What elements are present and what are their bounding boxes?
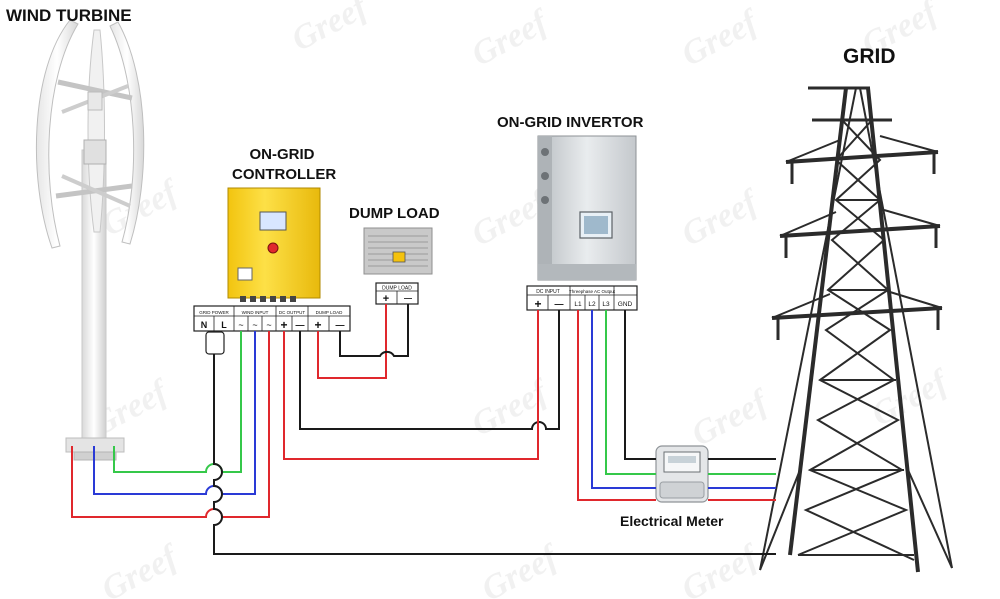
terminal-phase: ~ bbox=[238, 320, 243, 330]
electrical-meter bbox=[655, 445, 709, 503]
terminal-n: N bbox=[201, 320, 208, 330]
inverter-label-ac-output: Threephase AC Output bbox=[569, 289, 616, 294]
transmission-tower bbox=[759, 86, 953, 573]
terminal-minus: — bbox=[296, 320, 305, 330]
terminal-phase: ~ bbox=[266, 320, 271, 330]
wire-black bbox=[339, 304, 409, 357]
terminal-plus: + bbox=[280, 318, 287, 332]
label-grid: GRID bbox=[843, 45, 896, 68]
turbine-blade bbox=[109, 21, 145, 245]
wire-red bbox=[283, 310, 539, 460]
controller-display bbox=[259, 211, 287, 231]
wire-green bbox=[605, 310, 776, 475]
terminal-l: L bbox=[221, 320, 227, 330]
label-controller: ON-GRID CONTROLLER bbox=[232, 145, 337, 185]
turbine-blade bbox=[87, 29, 105, 233]
wind-turbine bbox=[35, 19, 145, 461]
label-electrical-meter: Electrical Meter bbox=[620, 513, 724, 529]
on-grid-inverter bbox=[537, 135, 637, 281]
inverter-terminal-strip: DC INPUT Threephase AC Output + — L1 L2 … bbox=[526, 285, 638, 311]
dump-load bbox=[363, 227, 433, 275]
label-controller-line2: CONTROLLER bbox=[232, 166, 337, 183]
inverter-l2: L2 bbox=[588, 301, 596, 308]
label-dump-load: DUMP LOAD bbox=[349, 205, 440, 222]
inverter-minus: — bbox=[555, 299, 564, 309]
on-grid-controller bbox=[227, 187, 321, 302]
controller-terminal-strip: GRID POWER WIND INPUT DC OUTPUT DUMP LOA… bbox=[193, 305, 351, 332]
terminal-label-wind-input: WIND INPUT bbox=[242, 310, 269, 315]
dump-load-body bbox=[363, 227, 433, 275]
turbine-generator bbox=[83, 139, 107, 165]
dump-load-plus: + bbox=[383, 293, 389, 305]
inverter-body bbox=[537, 135, 637, 281]
terminal-minus: — bbox=[336, 320, 345, 330]
controller-button bbox=[267, 242, 279, 254]
terminal-label-dump-load: DUMP LOAD bbox=[316, 310, 343, 315]
dump-load-minus: — bbox=[404, 294, 412, 303]
terminal-phase: ~ bbox=[252, 320, 257, 330]
wiring bbox=[71, 304, 776, 555]
dump-load-terminal-title: DUMP LOAD bbox=[382, 286, 412, 292]
dump-load-terminal-strip: DUMP LOAD + — bbox=[375, 282, 419, 305]
wire-blue bbox=[591, 310, 776, 489]
grid-power-plug bbox=[205, 331, 225, 355]
warning-label bbox=[237, 267, 253, 281]
inverter-label-dc-input: DC INPUT bbox=[536, 289, 560, 295]
wire-red bbox=[577, 310, 776, 501]
inverter-l1: L1 bbox=[574, 301, 582, 308]
terminal-plus: + bbox=[314, 318, 321, 332]
wire-red bbox=[317, 304, 387, 379]
wire-blue bbox=[93, 331, 256, 495]
label-controller-line1: ON-GRID bbox=[249, 146, 315, 163]
label-inverter: ON-GRID INVERTOR bbox=[497, 114, 644, 131]
wire-black bbox=[624, 310, 776, 460]
terminal-label-grid-power: GRID POWER bbox=[199, 310, 229, 315]
turbine-blade bbox=[35, 19, 79, 249]
inverter-gnd: GND bbox=[618, 301, 633, 308]
inverter-plus: + bbox=[534, 297, 541, 311]
terminal-label-dc-output: DC OUTPUT bbox=[279, 310, 305, 315]
dump-load-warning bbox=[392, 251, 406, 263]
inverter-l3: L3 bbox=[602, 301, 610, 308]
label-wind-turbine: WIND TURBINE bbox=[6, 6, 132, 25]
wire-black bbox=[213, 354, 776, 555]
